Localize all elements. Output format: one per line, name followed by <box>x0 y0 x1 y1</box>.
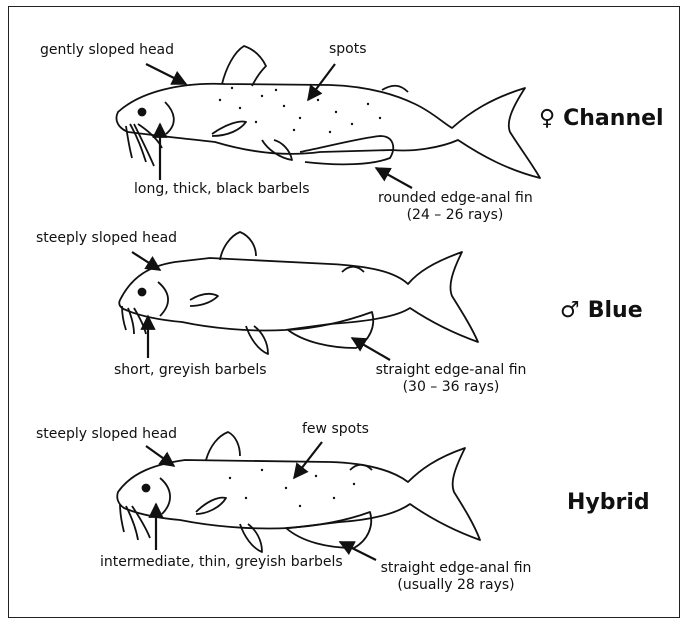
arrow-channel-head <box>146 64 186 84</box>
fish-hybrid <box>117 432 480 552</box>
fish-channel-barbels <box>126 124 162 166</box>
species-name-blue: Blue <box>588 298 643 323</box>
male-symbol: ♂ <box>560 298 580 323</box>
fish-blue-gill <box>158 282 168 316</box>
arrow-hybrid-head <box>146 446 174 466</box>
fish-channel-gill <box>165 102 174 134</box>
arrow-blue-fin <box>352 338 390 360</box>
arrow-channel-spots <box>308 64 335 100</box>
fish-hybrid-pectoral-fin <box>196 498 226 514</box>
blue-head-label: steeply sloped head <box>36 230 177 247</box>
blue-fin-label: straight edge-anal fin <box>366 362 536 379</box>
species-label-blue: ♂ Blue <box>560 298 643 323</box>
fish-channel-adipose-fin <box>382 86 408 92</box>
blue-rays-label: (30 – 36 rays) <box>366 379 536 396</box>
hybrid-fin-label: straight edge-anal fin <box>366 560 546 577</box>
fish-blue-dorsal-fin <box>220 232 256 260</box>
channel-head-label: gently sloped head <box>40 42 174 59</box>
fish-channel-pelvic-fin <box>262 140 292 160</box>
fish-blue-eye <box>139 289 146 296</box>
arrow-blue-head <box>132 252 160 270</box>
species-label-channel: ♀ Channel <box>539 106 664 131</box>
channel-rays-label: (24 – 26 rays) <box>378 207 532 224</box>
hybrid-barbel-label: intermediate, thin, greyish barbels <box>100 554 343 571</box>
fish-hybrid-eye <box>143 485 150 492</box>
fish-blue <box>119 232 478 354</box>
channel-barbel-label: long, thick, black barbels <box>134 181 310 198</box>
species-label-hybrid: Hybrid <box>567 490 650 515</box>
blue-barbel-label: short, greyish barbels <box>114 362 267 379</box>
fish-hybrid-gill <box>160 478 170 514</box>
channel-fin-label: rounded edge-anal fin <box>378 190 532 207</box>
fish-hybrid-anal-fin <box>286 512 371 548</box>
arrow-hybrid-spots <box>294 442 322 478</box>
female-symbol: ♀ <box>539 106 555 131</box>
channel-spots-label: spots <box>329 41 367 58</box>
hybrid-rays-label: (usually 28 rays) <box>366 577 546 594</box>
fish-channel-dorsal-fin <box>222 46 266 86</box>
fish-blue-pectoral-fin <box>190 294 218 306</box>
species-name-hybrid: Hybrid <box>567 490 650 515</box>
hybrid-head-label: steeply sloped head <box>36 426 177 443</box>
fish-channel-pectoral-fin <box>212 122 246 137</box>
fish-hybrid-dorsal-fin <box>206 432 240 460</box>
arrow-channel-fin <box>376 168 412 188</box>
fish-hybrid-spots <box>229 469 355 507</box>
species-name-channel: Channel <box>563 106 663 131</box>
fish-channel <box>116 46 540 178</box>
hybrid-spots-label: few spots <box>302 421 369 438</box>
fish-hybrid-barbels <box>120 504 150 540</box>
fish-channel-eye <box>139 109 146 116</box>
